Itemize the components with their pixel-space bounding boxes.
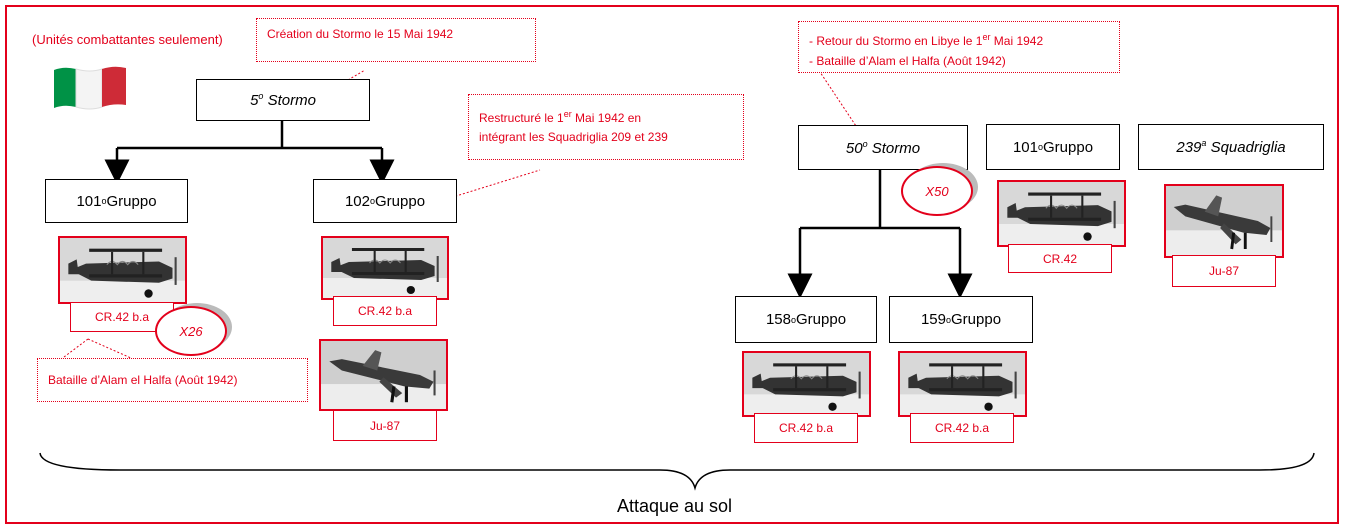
cr42-photo-101-right xyxy=(997,180,1126,247)
ground-attack-brace xyxy=(39,452,1315,491)
plane-label-239: Ju-87 xyxy=(1172,255,1276,287)
gruppo-159-sup: o xyxy=(945,314,951,325)
stormo-5-name: Stormo xyxy=(263,92,316,109)
badge-x26-text: X26 xyxy=(155,306,227,356)
squadriglia-239-number: 239 xyxy=(1176,139,1202,156)
ju87-photo-102 xyxy=(319,339,448,411)
squadriglia-239-box: 239a Squadriglia xyxy=(1138,124,1324,170)
note-alam-text: Bataille d’Alam el Halfa (Août 1942) xyxy=(48,373,238,387)
stormo-5-box: 5o Stormo xyxy=(196,79,370,121)
cr42-photo-158 xyxy=(742,351,871,417)
note-restructure-text-b: Mai 1942 en xyxy=(571,111,642,125)
plane-label-158: CR.42 b.a xyxy=(754,413,858,443)
cr42-photo-102 xyxy=(321,236,449,300)
note-retour-sup: er xyxy=(982,32,991,42)
note-creation-text: Création du Stormo le 15 Mai 1942 xyxy=(267,27,454,41)
plane-label-102-cr42: CR.42 b.a xyxy=(333,296,437,326)
gruppo-101-right-name: Gruppo xyxy=(1043,138,1094,156)
ju87-photo-239 xyxy=(1164,184,1284,258)
note-alam-el-halfa: Bataille d’Alam el Halfa (Août 1942) xyxy=(37,358,308,402)
ground-attack-label: Attaque au sol xyxy=(616,496,733,516)
plane-label-102-ju87: Ju-87 xyxy=(333,410,437,441)
cr42-photo-101-left xyxy=(58,236,187,304)
gruppo-101-left-name: Gruppo xyxy=(106,192,157,210)
squadriglia-239-sup: a xyxy=(1201,138,1207,148)
note-retour-text-a: - Retour du Stormo en Libye le 1 xyxy=(809,34,983,48)
italy-flag-icon xyxy=(52,62,128,115)
diagram-frame xyxy=(5,5,1339,524)
note-retour: - Retour du Stormo en Libye le 1er Mai 1… xyxy=(798,21,1120,73)
gruppo-101-right-sup: o xyxy=(1037,142,1043,152)
note-restructure-line2: intégrant les Squadriglia 209 et 239 xyxy=(479,130,668,144)
plane-label-101-left: CR.42 b.a xyxy=(70,302,174,332)
stormo-50-number: 50 xyxy=(845,139,863,157)
note-creation: Création du Stormo le 15 Mai 1942 xyxy=(256,18,536,62)
gruppo-102-sup: o xyxy=(369,196,375,206)
plane-label-101-right: CR.42 xyxy=(1008,244,1112,273)
stormo-50-box: 50o Stormo xyxy=(798,125,968,170)
pointer-alam-b xyxy=(59,338,89,361)
squadriglia-239-name: Squadriglia xyxy=(1206,139,1286,156)
gruppo-158-name: Gruppo xyxy=(796,311,847,328)
subtitle: (Unités combattantes seulement) xyxy=(32,32,223,47)
gruppo-102-name: Gruppo xyxy=(375,192,426,210)
stormo-50-sup: o xyxy=(862,138,868,149)
note-restructure-sup: er xyxy=(563,109,572,119)
badge-x50-text: X50 xyxy=(901,166,973,216)
gruppo-158-sup: o xyxy=(790,314,796,325)
pointer-retour xyxy=(819,71,861,133)
note-restructure: Restructuré le 1er Mai 1942 en intégrant… xyxy=(468,94,744,160)
gruppo-102-number: 102 xyxy=(344,192,370,210)
stormo-5-number: 5 xyxy=(250,92,259,109)
note-retour-text-b: Mai 1942 xyxy=(990,34,1044,48)
cr42-photo-159 xyxy=(898,351,1027,417)
gruppo-159-number: 159 xyxy=(920,311,946,328)
pointer-alam xyxy=(87,338,141,363)
gruppo-159-name: Gruppo xyxy=(951,311,1002,328)
plane-label-159: CR.42 b.a xyxy=(910,413,1014,443)
note-retour-line2: - Bataille d’Alam el Halfa (Août 1942) xyxy=(809,54,1006,68)
gruppo-101-right-number: 101 xyxy=(1012,138,1038,156)
gruppo-101-left-sup: o xyxy=(101,196,107,206)
stormo-5-sup: o xyxy=(258,91,264,101)
gruppo-101-left-number: 101 xyxy=(76,192,102,210)
pointer-creation xyxy=(347,69,366,81)
stormo-50-name: Stormo xyxy=(867,139,921,157)
note-restructure-text-a: Restructuré le 1 xyxy=(479,111,564,125)
gruppo-158-number: 158 xyxy=(765,311,791,328)
